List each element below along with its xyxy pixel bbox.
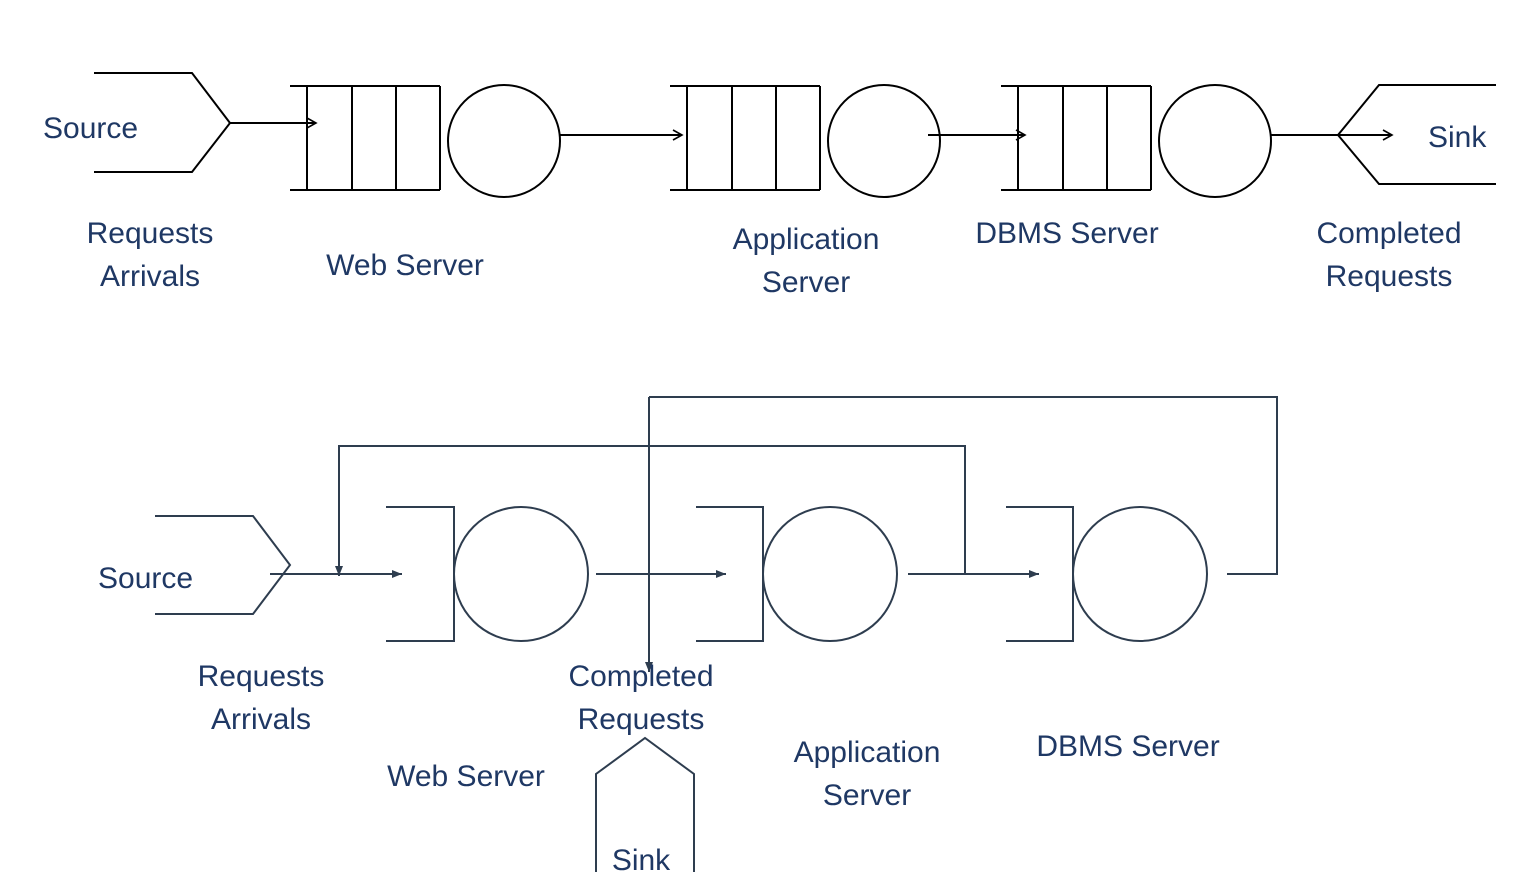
top-open-network [94, 72, 1496, 198]
top-source-label: Source [43, 112, 139, 145]
top-sink-caption: Completed Requests [1316, 212, 1461, 298]
bottom-web-server-circle [453, 506, 589, 642]
bottom-source-caption: Requests Arrivals [198, 655, 325, 741]
top-app-server-label-line2: Server [761, 266, 851, 299]
top-dbms-queue [1001, 85, 1152, 191]
top-web-server-circle [447, 84, 561, 198]
top-app-queue [670, 85, 821, 191]
bottom-web-server-label: Web Server [387, 760, 545, 793]
bottom-completed-caption: Completed Requests [568, 655, 713, 741]
bottom-app-server-label: Application Server [794, 731, 941, 817]
bottom-sink-shape [595, 736, 695, 872]
bottom-sink-label: Sink [611, 844, 671, 877]
feedback-app-to-web [335, 445, 966, 576]
top-app-server-circle [827, 84, 941, 198]
top-sink-caption-line1: Completed [1316, 217, 1462, 250]
bottom-completed-caption-line2: Requests [577, 703, 705, 736]
top-app-server-label-line1: Application [732, 223, 880, 256]
bottom-source-caption-line2: Arrivals [210, 703, 311, 736]
top-source-caption-line2: Arrivals [99, 260, 200, 293]
top-sink-shape [1336, 84, 1496, 185]
bottom-app-server-label-line1: Application [793, 736, 941, 769]
bottom-source-shape [155, 515, 292, 615]
top-source-caption: Requests Arrivals [87, 212, 214, 298]
bottom-completed-caption-line1: Completed [568, 660, 714, 693]
bottom-source-label: Source [98, 562, 194, 595]
top-source-caption-line1: Requests [86, 217, 214, 250]
top-sink-label: Sink [1428, 121, 1487, 154]
top-sink-caption-line2: Requests [1325, 260, 1453, 293]
bottom-feedback-network [155, 396, 1278, 872]
top-dbms-server-label: DBMS Server [975, 217, 1159, 250]
bottom-dbms-server-circle [1072, 506, 1208, 642]
top-web-server-label: Web Server [326, 249, 484, 282]
top-app-server-label: Application Server [733, 218, 880, 304]
top-dbms-server-circle [1158, 84, 1272, 198]
bottom-dbms-server-label: DBMS Server [1036, 730, 1220, 763]
feedback-dbms-output [649, 396, 1278, 575]
bottom-app-server-circle [762, 506, 898, 642]
top-web-queue [290, 85, 441, 191]
bottom-source-caption-line1: Requests [197, 660, 325, 693]
bottom-app-server-label-line2: Server [822, 779, 912, 812]
